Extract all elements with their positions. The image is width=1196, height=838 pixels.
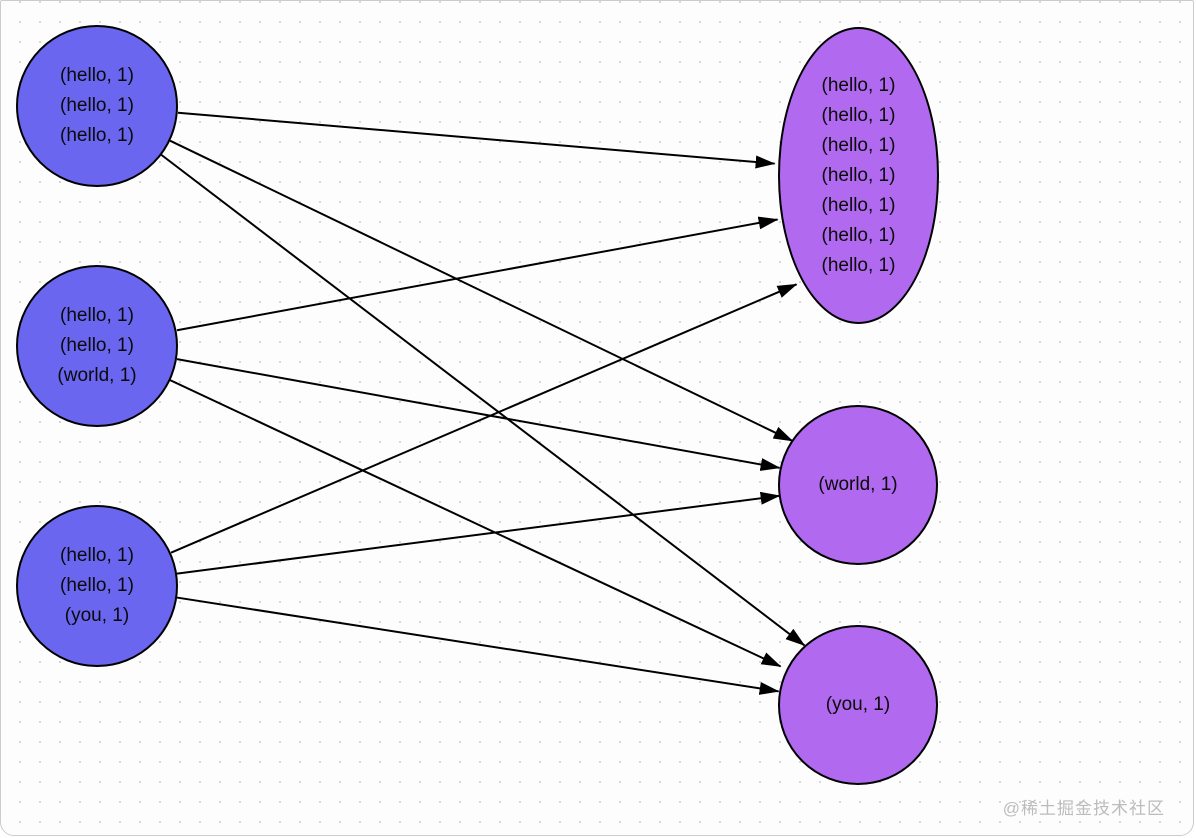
map-output-node-3: (hello, 1) (hello, 1) (you, 1) — [16, 505, 178, 667]
tuple-text: (you, 1) — [64, 605, 130, 626]
node-text-block: (hello, 1) (hello, 1) (you, 1) — [60, 541, 134, 631]
map-output-node-2: (hello, 1) (hello, 1) (world, 1) — [16, 265, 178, 427]
tuple-text: (world, 1) — [818, 474, 898, 495]
tuple-text: (hello, 1) — [821, 134, 896, 156]
node-text-block: (hello, 1) (hello, 1) (world, 1) — [57, 301, 136, 391]
tuple-text: (hello, 1) — [60, 95, 134, 116]
tuple-text: (hello, 1) — [821, 74, 896, 96]
tuple-text: (hello, 1) — [60, 305, 134, 326]
tuple-text: (hello, 1) — [821, 194, 896, 216]
edge-map1-to-reduce_world — [169, 139, 794, 442]
tuple-text: (hello, 1) — [60, 335, 134, 356]
edge-map1-to-reduce_hello — [177, 111, 776, 169]
tuple-text: (hello, 1) — [821, 224, 896, 246]
watermark-text: @稀土掘金技术社区 — [1002, 799, 1165, 818]
tuple-text: (you, 1) — [825, 694, 891, 715]
tuple-text: (hello, 1) — [821, 164, 896, 186]
node-text-block: (world, 1) — [818, 470, 897, 500]
map-output-node-1: (hello, 1) (hello, 1) (hello, 1) — [16, 25, 178, 187]
tuple-text: (hello, 1) — [60, 575, 134, 596]
edge-map2-to-reduce_world — [176, 358, 781, 471]
tuple-text: (hello, 1) — [60, 65, 134, 86]
node-text-block: (hello, 1) (hello, 1) (hello, 1) — [60, 61, 134, 151]
reduce-group-node-hello: (hello, 1) (hello, 1) (hello, 1) (hello,… — [778, 27, 939, 324]
reduce-group-node-world: (world, 1) — [778, 405, 938, 565]
tuple-text: (world, 1) — [57, 365, 137, 386]
tuple-text: (hello, 1) — [821, 254, 896, 276]
tuple-text: (hello, 1) — [60, 545, 134, 566]
node-text-block: (you, 1) — [826, 690, 890, 720]
tuple-text: (hello, 1) — [60, 125, 134, 146]
node-text-block: (hello, 1) (hello, 1) (hello, 1) (hello,… — [822, 71, 896, 281]
tuple-text: (hello, 1) — [821, 104, 896, 126]
edge-map2-to-reduce_you — [169, 379, 782, 668]
edge-map3-to-reduce_hello — [170, 283, 798, 554]
edge-map3-to-reduce_you — [176, 596, 780, 695]
edge-map3-to-reduce_world — [176, 491, 781, 575]
edge-map1-to-reduce_you — [160, 153, 806, 647]
reduce-group-node-you: (you, 1) — [778, 625, 938, 785]
edge-map2-to-reduce_hello — [176, 216, 779, 332]
